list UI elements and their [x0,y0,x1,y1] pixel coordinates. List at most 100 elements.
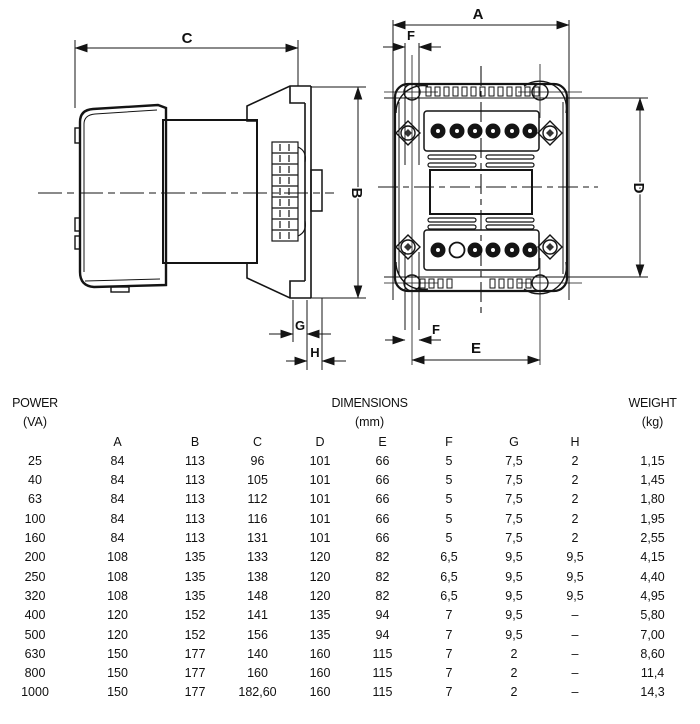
table-row: 320 108 135 148 120 82 6,5 9,5 9,5 4,95 [0,587,700,606]
table-header-unit-row: (VA) (mm) (kg) [0,413,700,432]
table-row: 400 120 152 141 135 94 7 9,5 – 5,80 [0,606,700,625]
cell-weight: 1,45 [640,473,665,488]
cell-weight: 5,80 [640,608,665,623]
cell-weight: 8,60 [640,646,665,661]
cell-power: 250 [24,569,46,584]
cell-weight: 1,80 [640,492,665,507]
cell-power: 200 [24,550,46,565]
cell-g: 7,5 [505,453,523,468]
cell-a: 84 [110,511,125,526]
cell-g: 2 [510,646,518,661]
cell-h: 2 [571,492,579,507]
cell-c: 133 [247,550,268,565]
cell-d: 135 [309,608,331,623]
side-view-din-clip [310,169,323,212]
cell-f: 5 [445,453,453,468]
table-row: 40 84 113 105 101 66 5 7,5 2 1,45 [0,471,700,490]
cell-f: 6,5 [440,569,458,584]
cell-b: 135 [184,569,206,584]
column-letter-d: D [315,434,325,449]
weight-unit: (kg) [641,415,664,430]
cell-e: 115 [372,646,393,661]
front-view-drawing [378,20,648,365]
dimension-c [74,40,299,108]
power-header: POWER [12,396,58,410]
cell-a: 108 [107,550,128,565]
cell-e: 82 [375,550,390,565]
cell-a: 84 [110,473,125,488]
cell-f: 5 [445,531,453,546]
cell-d: 120 [309,550,331,565]
cell-power: 800 [24,666,46,681]
dimension-label-e: E [471,340,481,357]
cell-a: 120 [107,608,128,623]
dimension-label-g: G [295,318,305,333]
cell-power: 320 [24,588,46,603]
dimension-label-a: A [473,6,484,23]
cell-g: 7,5 [505,531,523,546]
cell-e: 82 [375,588,390,603]
dimension-label-b: B [348,188,365,199]
cell-a: 150 [107,646,128,661]
dimension-label-d: D [630,183,647,194]
column-letter-h: H [570,434,580,449]
front-view-body [384,82,648,293]
cell-e: 66 [375,531,390,546]
cell-b: 113 [185,511,205,526]
cell-b: 177 [184,685,206,700]
cell-f: 7 [445,666,453,681]
cell-g: 2 [510,685,518,700]
cell-f: 5 [445,473,453,488]
table-row: 25 84 113 96 101 66 5 7,5 2 1,15 [0,452,700,471]
cell-weight: 4,40 [640,569,665,584]
cell-h: 2 [571,473,579,488]
front-view-terminal-strip-top [423,110,540,152]
cell-d: 160 [309,685,331,700]
cell-f: 5 [445,492,453,507]
cell-b: 113 [185,492,205,507]
cell-h: 9,5 [566,569,584,584]
cell-b: 152 [184,627,206,642]
cell-d: 135 [309,627,331,642]
cell-g: 7,5 [505,492,523,507]
dimensions-unit: (mm) [354,415,385,430]
dimension-f-top [383,42,441,165]
cell-d: 101 [309,531,331,546]
cell-d: 120 [309,588,331,603]
cell-e: 66 [375,473,390,488]
cell-a: 108 [107,588,128,603]
front-view-corner-feet [384,55,582,365]
cell-b: 177 [184,646,206,661]
front-view-terminal-strip-bottom [423,229,540,271]
cell-g: 9,5 [505,588,523,603]
dimensions-header: DIMENSIONS [331,396,408,410]
cell-g: 9,5 [505,627,523,642]
cell-f: 7 [445,627,453,642]
cell-c: 141 [247,608,268,623]
dimension-g-h [269,298,346,370]
cell-d: 160 [309,646,331,661]
cell-power: 160 [24,531,46,546]
column-letter-e: E [378,434,387,449]
table-row: 160 84 113 131 101 66 5 7,5 2 2,55 [0,529,700,548]
cell-weight: 11,4 [640,666,665,681]
cell-power: 40 [28,473,42,488]
cell-g: 9,5 [505,550,523,565]
cell-b: 177 [184,666,206,681]
table-header-main-row: POWER DIMENSIONS WEIGHT [0,394,700,413]
cell-a: 108 [107,569,128,584]
cell-b: 135 [184,550,206,565]
cell-h: – [571,685,579,700]
cell-e: 94 [375,627,390,642]
dimension-a [392,20,570,300]
dimension-label-c: C [182,30,193,47]
cell-g: 7,5 [505,511,523,526]
cell-c: 138 [247,569,268,584]
cell-power: 63 [28,492,42,507]
front-view-comb-edges [419,86,540,289]
cell-c: 105 [247,473,268,488]
cell-b: 152 [184,608,206,623]
cell-weight: 7,00 [640,627,665,642]
cell-c: 140 [247,646,268,661]
cell-c: 116 [247,511,268,526]
